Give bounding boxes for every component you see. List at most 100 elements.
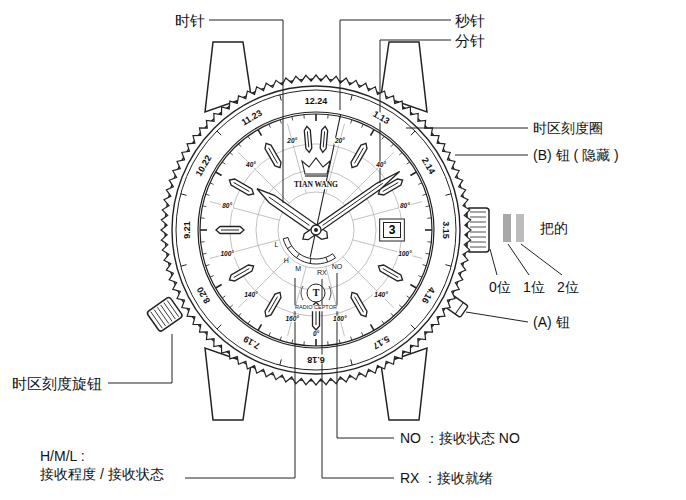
crown-groove <box>470 217 486 218</box>
bezel-tick <box>445 194 451 196</box>
timezone-number: 3.15 <box>441 220 450 240</box>
minute-tick <box>210 276 214 278</box>
bezel-tick <box>181 265 187 267</box>
bezel-knob-groove <box>167 300 178 316</box>
minute-tick <box>382 321 384 324</box>
dial-grid-line <box>210 240 280 259</box>
reception-tick <box>310 259 312 264</box>
minute-tick <box>425 229 432 231</box>
minute-tick <box>200 229 207 231</box>
minute-tick <box>427 241 431 242</box>
dial <box>200 114 432 346</box>
leader-line <box>340 20 451 110</box>
dial-grid-line <box>353 202 423 221</box>
callout-label: 秒针 <box>455 13 485 28</box>
minute-tick <box>351 337 352 341</box>
reception-tick <box>296 254 299 258</box>
leader-line <box>508 244 529 275</box>
timezone-number: 12.24 <box>304 97 329 106</box>
bezel-tick <box>280 95 282 101</box>
callout-label: (B) 钮 ( 隐藏 ) <box>533 148 619 162</box>
minute-tick <box>399 305 402 308</box>
hour-hand <box>257 189 328 240</box>
callout-label: 时针 <box>175 13 205 28</box>
degree-label: 100° <box>219 251 234 258</box>
minute-tick <box>327 341 328 345</box>
hand-pivot-dot <box>314 228 318 232</box>
hour-marker-line <box>221 230 239 231</box>
bezel-knob-groove <box>164 303 175 319</box>
bezel-ring <box>176 90 456 370</box>
degree-label: 20° <box>334 138 346 145</box>
reception-tick <box>283 238 288 239</box>
leader-line <box>521 244 562 275</box>
position-label: 1位 <box>523 280 545 294</box>
dial-grid-line <box>288 267 307 337</box>
bezel-tick <box>181 194 187 196</box>
position-bar <box>516 214 524 242</box>
dial-grid-circle <box>278 192 354 268</box>
minute-tick <box>418 276 422 278</box>
minute-tick <box>362 124 364 128</box>
minute-tick <box>230 152 233 155</box>
minute-tick <box>382 136 384 139</box>
hour-marker-line <box>234 269 250 278</box>
degree-label: 80° <box>221 203 233 210</box>
degree-label: 160° <box>332 316 347 323</box>
hand-pivot <box>311 225 321 235</box>
minute-tick <box>391 144 394 147</box>
reception-mark: H <box>284 256 289 263</box>
bezel-tick <box>280 359 282 365</box>
crown-groove <box>470 212 486 213</box>
leader-line <box>108 334 172 383</box>
reception-mark: L <box>275 241 279 248</box>
minute-tick <box>410 172 416 176</box>
dial-grid-line <box>343 257 394 308</box>
logo-crown-base <box>305 175 327 176</box>
minute-tick <box>423 194 427 195</box>
minute-tick <box>407 162 410 164</box>
crown-groove <box>470 232 486 233</box>
bezel-tick <box>411 325 415 329</box>
minute-tick <box>399 152 402 155</box>
degree-label: 140° <box>243 292 258 299</box>
hour-marker-line <box>234 183 250 192</box>
minute-tick <box>258 324 262 330</box>
timezone-number: 6.18 <box>306 355 326 364</box>
hour-marker <box>229 265 253 281</box>
bezel-knob-groove <box>154 310 165 326</box>
hour-marker-line <box>269 297 278 313</box>
minute-tick <box>280 120 281 124</box>
minute-tick <box>426 205 430 207</box>
leader-line <box>466 312 528 322</box>
minute-tick <box>201 241 205 242</box>
bezel-teeth <box>161 75 471 385</box>
bezel-tick <box>351 359 353 365</box>
date-window-frame <box>380 219 405 241</box>
radio-waves <box>301 286 331 300</box>
degree-label: 0° <box>312 331 320 338</box>
minute-tick <box>351 120 352 124</box>
minute-tick <box>391 313 394 316</box>
bezel-knob-body <box>146 296 183 332</box>
minute-tick <box>423 265 427 266</box>
crown-groove <box>470 242 486 243</box>
date-window: 3 <box>383 222 402 238</box>
brand-name: TIAN WANG <box>293 181 339 189</box>
minute-tick <box>303 341 304 345</box>
hour-marker-line <box>355 148 364 164</box>
reception-arc <box>283 239 335 264</box>
bezel-tick <box>351 95 353 101</box>
minute-tick <box>248 321 250 324</box>
minute-tick <box>426 253 430 255</box>
minute-tick <box>410 285 416 289</box>
callout-label: 时区刻度旋钮 <box>12 376 102 391</box>
bezel-knob-groove <box>161 305 172 321</box>
minute-tick <box>210 183 214 185</box>
hour-marker <box>351 292 367 316</box>
logo-text: RADIO CEPTOR <box>294 305 338 311</box>
minute-tick <box>238 313 241 316</box>
bezel-ring <box>198 112 434 348</box>
minute-tick <box>206 265 210 266</box>
